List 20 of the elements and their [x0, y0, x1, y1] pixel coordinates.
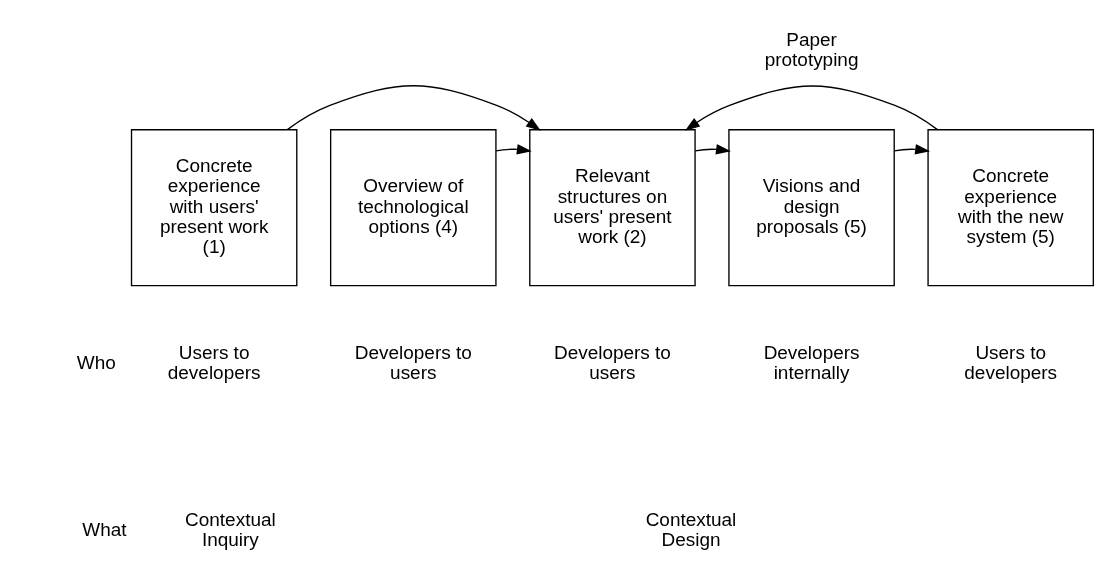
- label: Developers to users: [553, 342, 671, 384]
- node-box: Concrete experience with users' present work (1): [130, 129, 298, 287]
- node-box: Overview of technological options (4): [330, 129, 497, 287]
- arrow: [495, 144, 532, 155]
- label: Developers to users: [354, 342, 472, 384]
- node-box: Concrete experience with the new system (5): [927, 129, 1094, 287]
- node-box: Relevant structures on users' present work (2): [529, 129, 696, 287]
- node-box: Visions and design proposals (5): [728, 129, 895, 287]
- arrow: [694, 144, 731, 155]
- label: What: [82, 518, 127, 540]
- label: Users to developers: [167, 342, 261, 384]
- label: Users to developers: [964, 342, 1058, 384]
- label: Contextual Inquiry: [185, 508, 276, 550]
- label: Developers internally: [763, 342, 860, 384]
- arrow: [684, 85, 939, 131]
- label: Contextual Design: [645, 508, 737, 550]
- arrow: [286, 85, 541, 131]
- label: Who: [76, 352, 116, 374]
- label: Paper prototyping: [764, 29, 859, 71]
- arrow: [893, 144, 931, 155]
